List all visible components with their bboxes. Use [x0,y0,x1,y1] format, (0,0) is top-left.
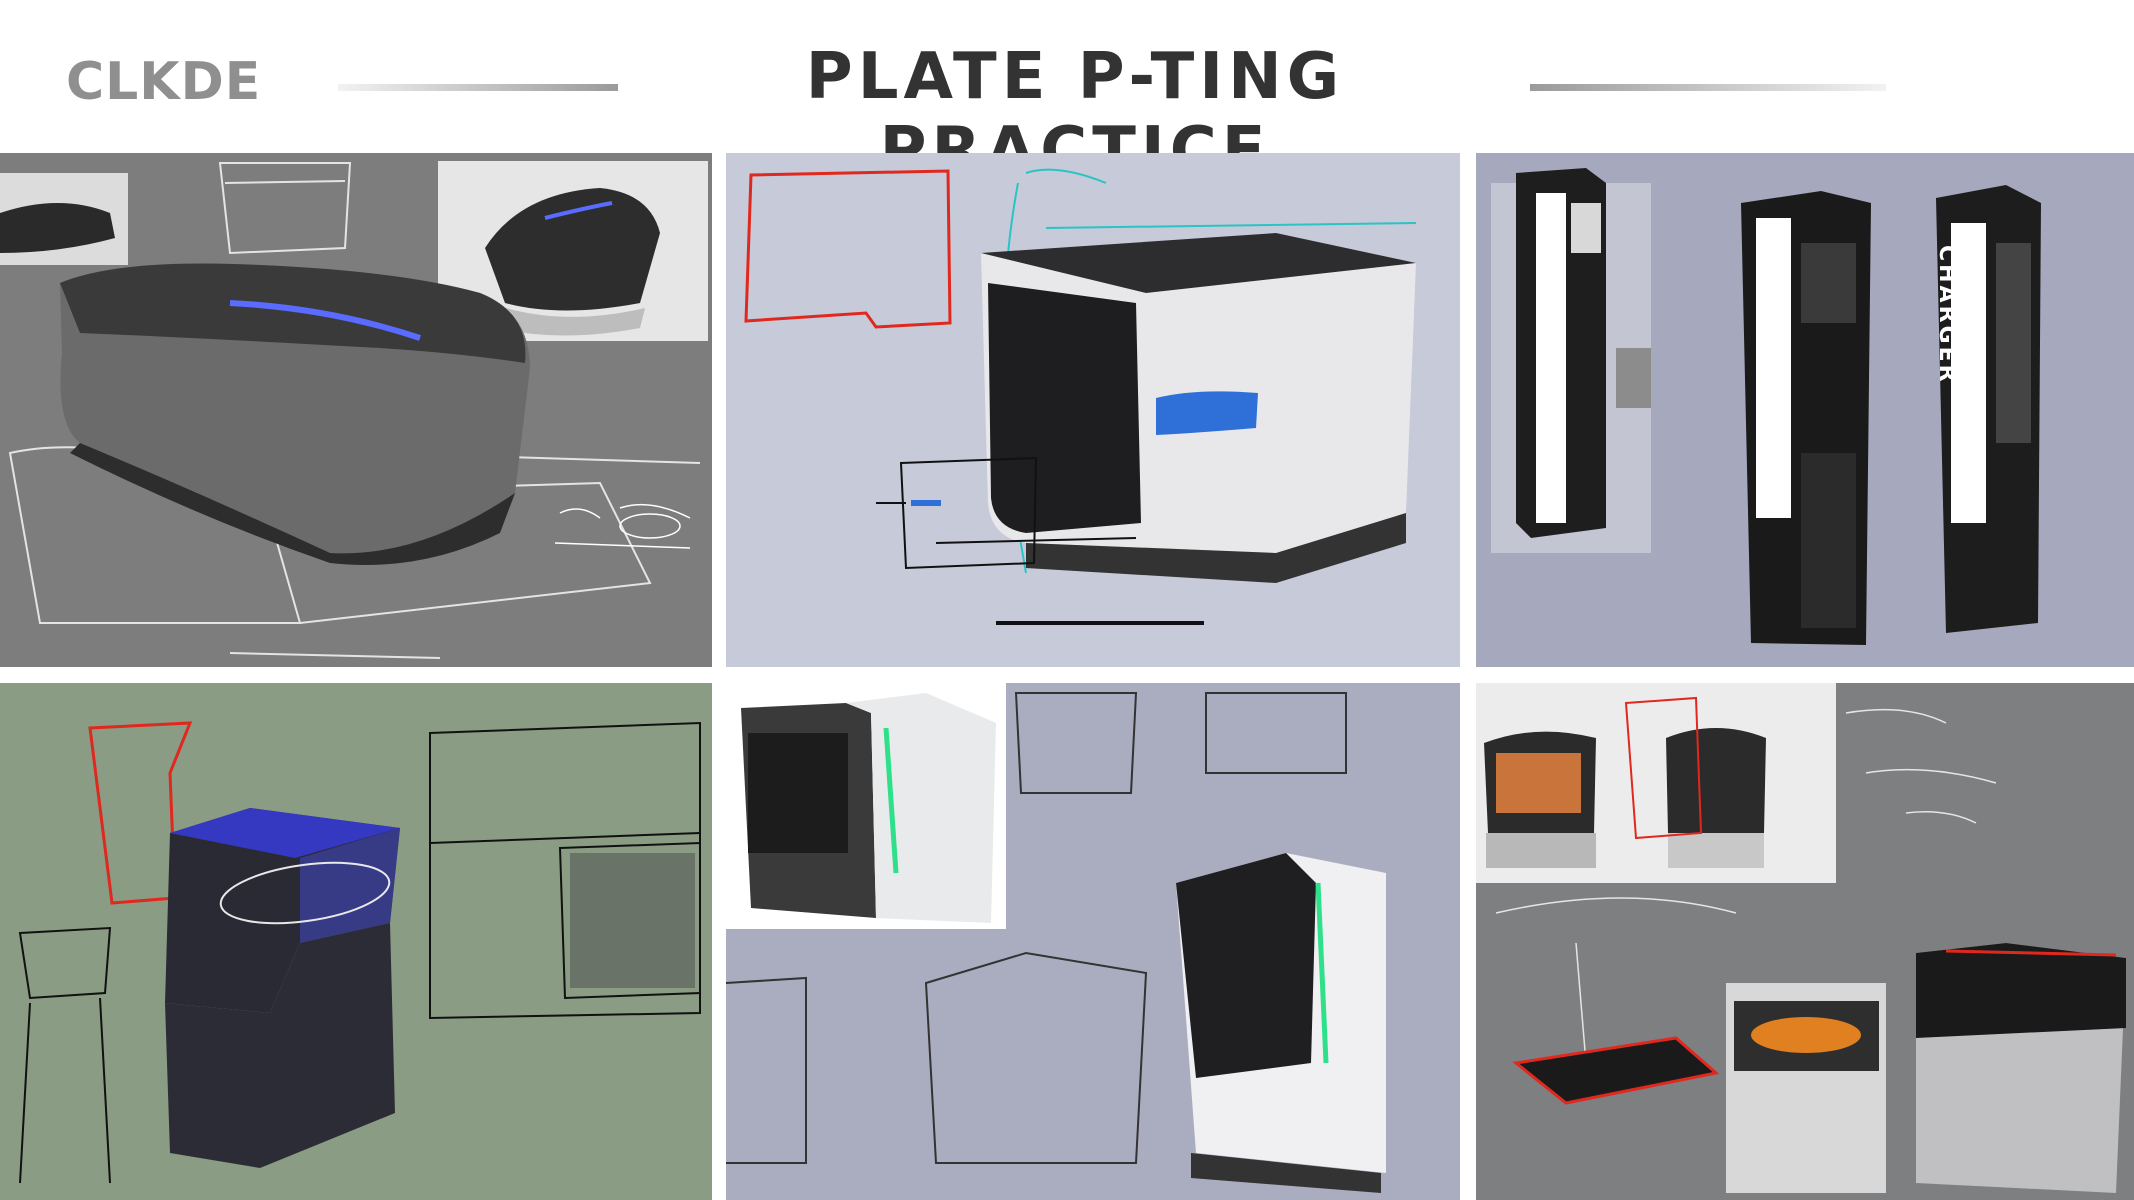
title-rule-left [338,84,618,91]
device-render-illustration [0,161,708,659]
title-rule-right [1530,84,1886,91]
charger-illustration [1491,168,2041,645]
cube-sketch-illustration [744,168,1417,625]
panel-cube-sketch [726,153,1460,667]
panel-cabinet-sketch [0,683,712,1200]
charger-label-left: CHARGER [1536,211,1561,351]
panel-device-render [0,153,712,667]
brand-logo: CLKDE [66,52,262,112]
appliance-sketch-illustration [1476,683,2126,1193]
charger-label-right: CHARGER [1934,245,1959,385]
panel-machine-sketch [726,683,1460,1200]
page-title: PLATE P-TING PRACTICE [805,40,1345,188]
cabinet-sketch-illustration [18,721,701,1184]
machine-sketch-illustration [726,683,1386,1193]
panel-charger-renders: CHARGER CHARGER [1476,153,2134,667]
header: CLKDE PLATE P-TING PRACTICE [0,0,2134,188]
panel-appliance-sketch [1476,683,2134,1200]
